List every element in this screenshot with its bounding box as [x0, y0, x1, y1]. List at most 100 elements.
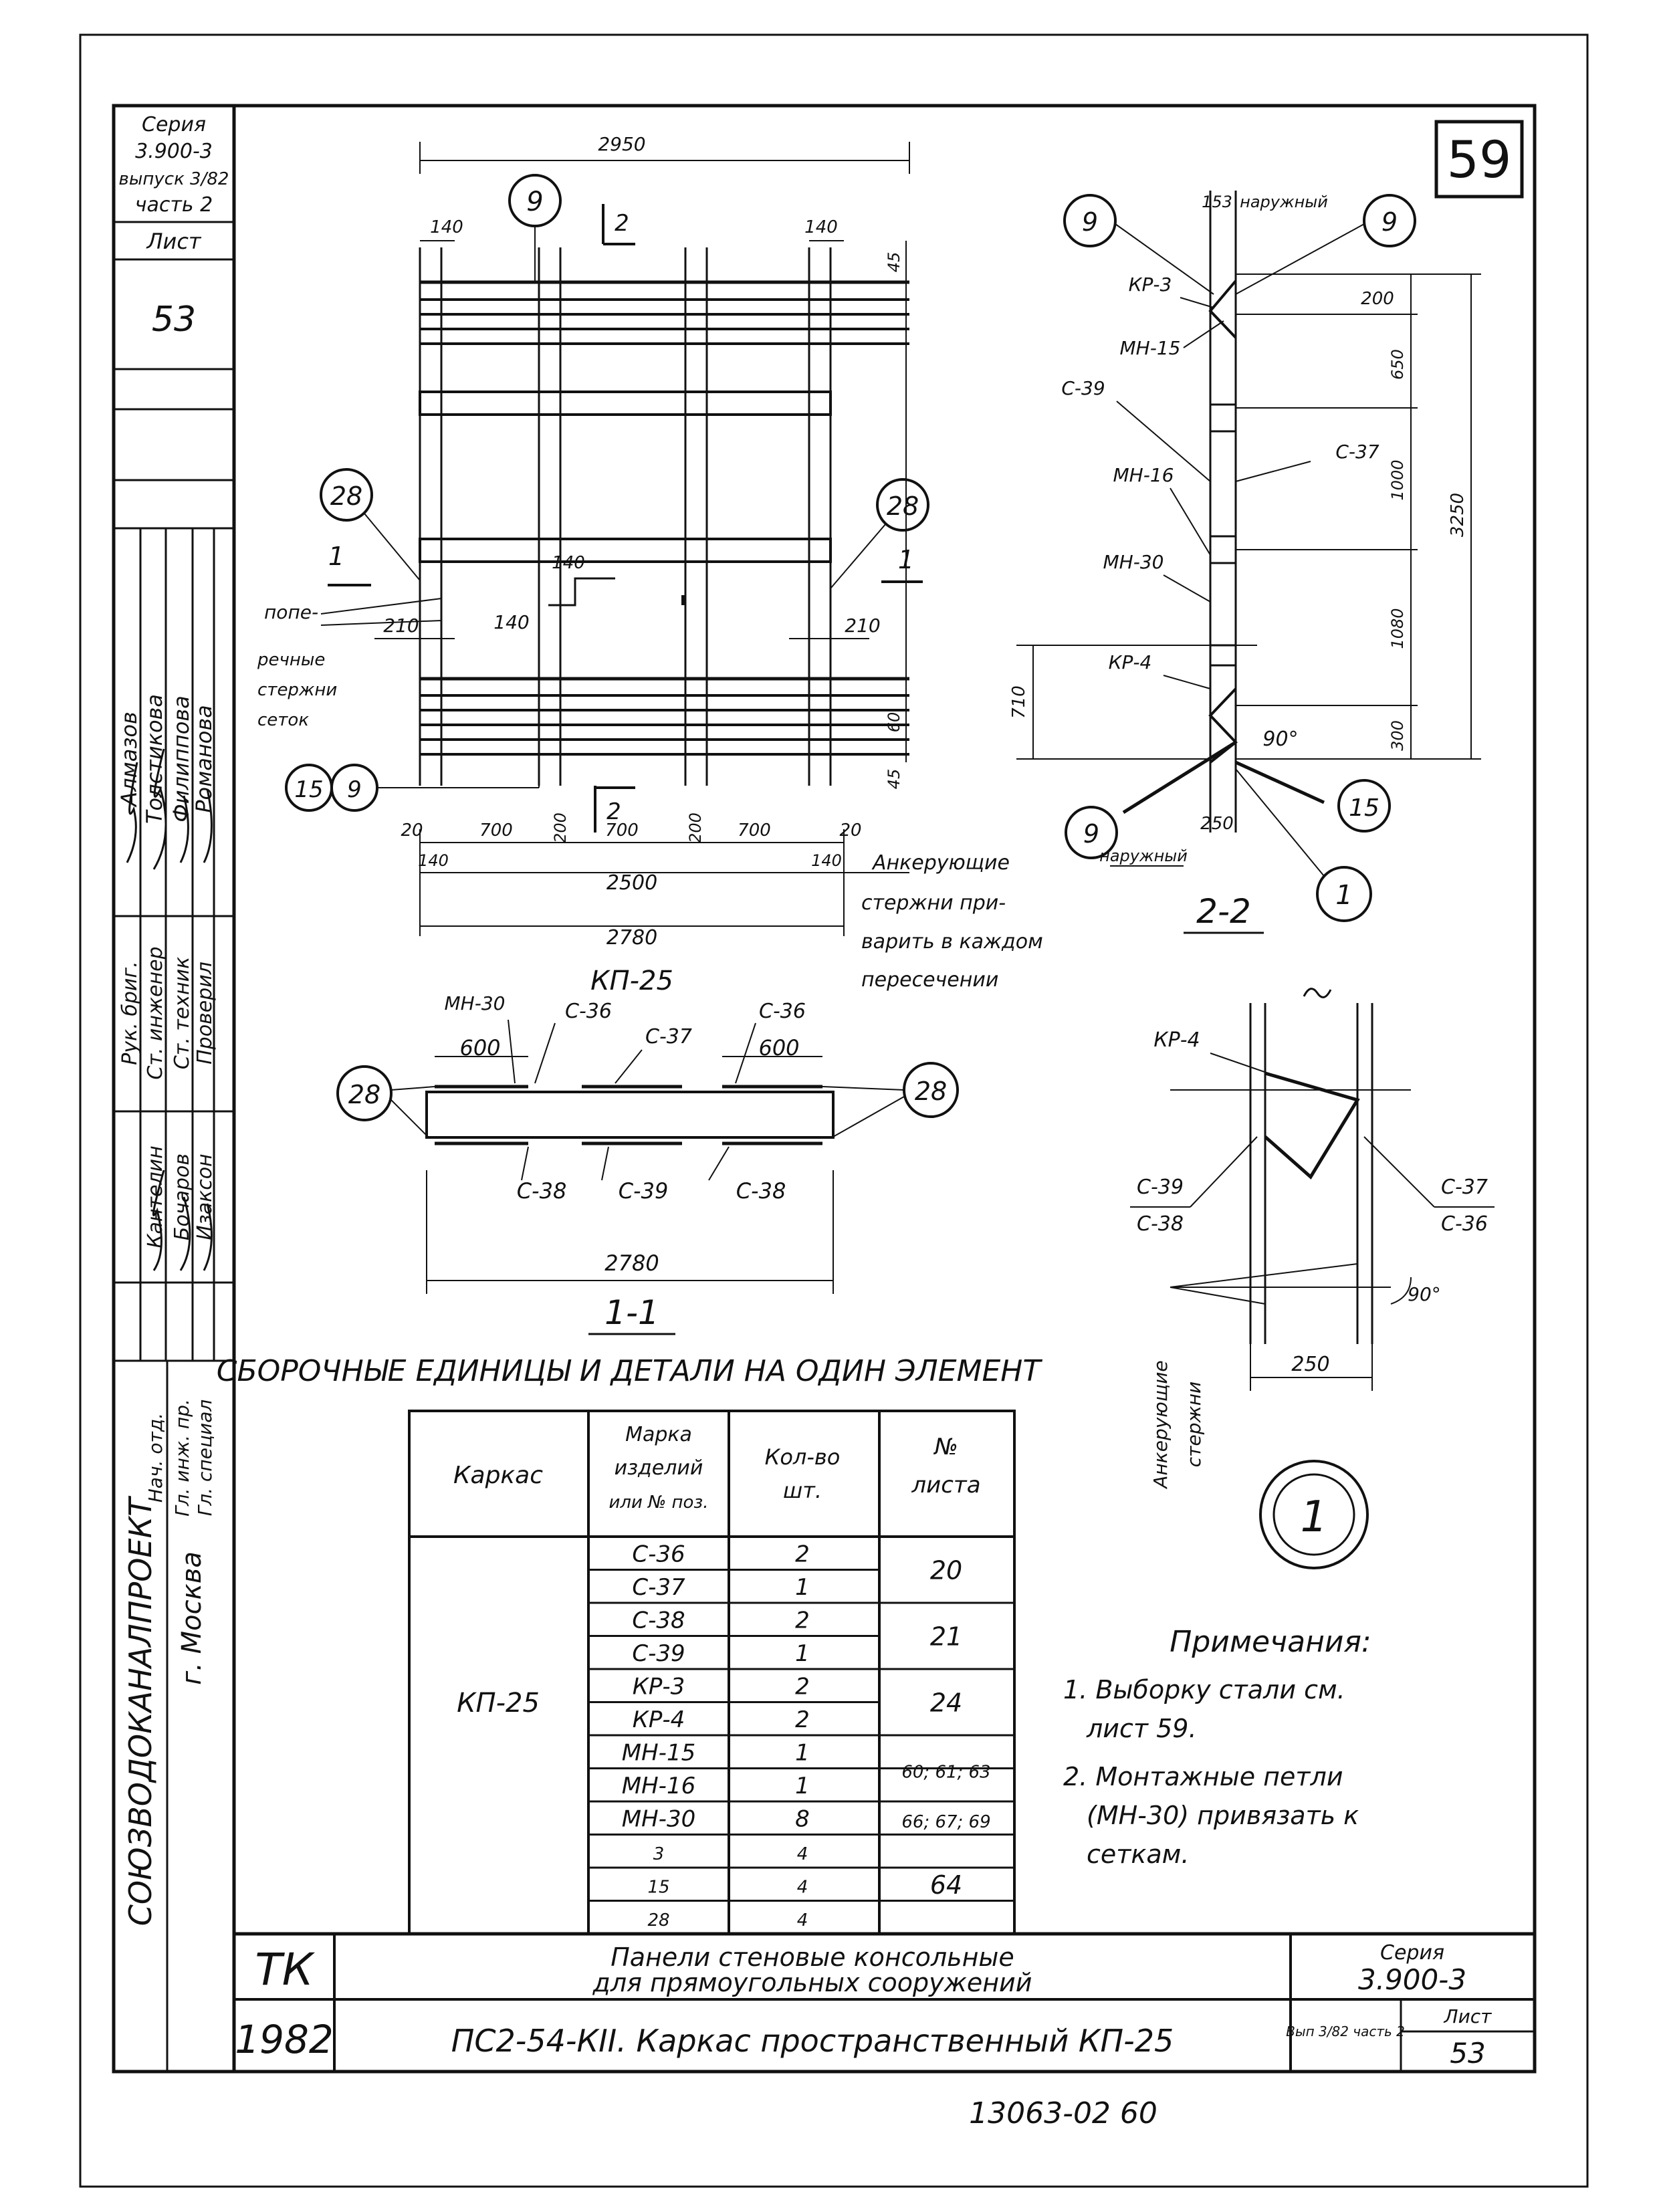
stamp-role: Проверил — [193, 962, 217, 1065]
section22-label: КР-4 — [1109, 651, 1152, 673]
node1-label: С-37 — [1441, 1176, 1488, 1199]
section11-label: С-36 — [565, 1000, 612, 1023]
table-header: Каркас — [453, 1462, 543, 1489]
table-cell-qty: 1 — [795, 1773, 810, 1799]
dim-label: 140 — [804, 217, 838, 237]
callout: 1 — [1335, 880, 1352, 911]
callout: 28 — [330, 481, 362, 511]
table-cell-sheet: 64 — [930, 1870, 962, 1900]
section22-label: МН-15 — [1120, 337, 1181, 359]
node1-anchor-label: стержни — [1183, 1381, 1205, 1467]
section22-label: МН-30 — [1103, 551, 1164, 573]
table-cell-sheet: 20 — [930, 1556, 962, 1585]
stamp-series-line: выпуск 3/82 — [119, 169, 229, 189]
node1-callout: 1 — [1301, 1492, 1328, 1542]
node1-label: 250 — [1291, 1353, 1329, 1376]
section-mark: 1 — [328, 542, 344, 571]
section22-label: С-37 — [1335, 441, 1379, 463]
title-series: 3.900-3 — [1358, 1963, 1466, 1996]
dim-label: 210 — [845, 615, 880, 637]
table-cell-mark: КР-3 — [633, 1674, 685, 1700]
stamp-org: СОЮЗВОДОКАНАЛПРОЕКТ — [122, 1495, 158, 1926]
section11-label: МН-30 — [445, 992, 506, 1014]
node1-label: 90° — [1408, 1283, 1441, 1305]
plan-view: 2950 140 140 45 140 140 210 210 60 45 20… — [257, 133, 1043, 996]
table-cell-mark: С-38 — [632, 1608, 685, 1634]
note-anchor: стержни при- — [861, 891, 1006, 915]
dim-label: 2950 — [598, 133, 645, 155]
node1-label: С-36 — [1441, 1212, 1488, 1236]
table-cell-mark: С-39 — [632, 1640, 685, 1667]
section11-label: С-37 — [645, 1025, 692, 1048]
table-carcass: КП-25 — [457, 1688, 540, 1719]
dim-label: 20 — [401, 820, 423, 841]
signature — [152, 1170, 213, 1271]
table-cell-mark: С-37 — [632, 1574, 685, 1601]
note-line: (МН-30) привязать к — [1087, 1801, 1359, 1830]
table-cell-mark: 15 — [647, 1878, 669, 1898]
table-cell-qty: 8 — [795, 1806, 810, 1833]
title-subtitle: ПС2-54-КII. Каркас пространственный КП-2… — [451, 2023, 1174, 2059]
stamp-role: Ст. инженер — [144, 946, 167, 1079]
table-cell-qty: 1 — [795, 1740, 810, 1767]
dim-label: 45 — [885, 252, 903, 273]
dim-label: 200 — [551, 812, 570, 843]
node1-label: С-38 — [1137, 1212, 1184, 1236]
table-cell-qty: 4 — [797, 1878, 808, 1898]
table-cell-sheet: 24 — [930, 1688, 962, 1718]
dim-label: 700 — [738, 820, 771, 841]
page-number: 59 — [1447, 130, 1512, 189]
stamp-role: Гл. специал — [194, 1400, 216, 1517]
section-mark: 2 — [615, 210, 629, 237]
title-line: Панели стеновые консольные — [611, 1943, 1014, 1972]
stamp-sheet-label: Лист — [146, 229, 201, 254]
callout: 28 — [348, 1080, 380, 1109]
table-cell-qty: 4 — [797, 1844, 808, 1864]
notes-title: Примечания: — [1170, 1625, 1371, 1659]
section22-label: наружный — [1240, 193, 1328, 211]
section11-caption: 1-1 — [604, 1293, 659, 1332]
note-transverse: сеток — [257, 710, 309, 730]
stamp-sheet-number: 53 — [152, 300, 196, 340]
page-number-box — [1434, 120, 1524, 199]
callout: 9 — [526, 187, 543, 217]
dim-label: 200 — [686, 812, 705, 843]
table-cell-mark: КР-4 — [633, 1706, 685, 1733]
section22-label: МН-16 — [1113, 464, 1174, 486]
section22-label: С-39 — [1061, 377, 1105, 399]
section22-label: наружный — [1099, 847, 1188, 865]
dim-label: 140 — [552, 553, 585, 573]
title-tk: ТК — [255, 1944, 315, 1995]
title-issue: Вып 3/82 часть 2 — [1286, 2023, 1405, 2039]
inner-border — [112, 104, 1537, 2074]
dim-label: 140 — [430, 217, 463, 237]
section11-label: С-38 — [517, 1178, 567, 1204]
section22-dim: 650 — [1388, 349, 1407, 380]
note-line: 2. Монтажные петли — [1063, 1762, 1343, 1791]
title-block: ТК 1982 Панели стеновые консольные для п… — [234, 1932, 1535, 2072]
note-anchor: Анкерующие — [871, 851, 1010, 875]
dim-label: 140 — [493, 611, 529, 633]
section22-label: КР-3 — [1129, 273, 1172, 296]
stamp-name: Алмазов — [116, 711, 142, 808]
node-1-detail: КР-4 С-39 С-38 С-37 С-36 90° 250 Анкерую… — [1130, 988, 1495, 1569]
callout: 15 — [294, 776, 323, 803]
note-anchor: пересечении — [861, 968, 998, 992]
callout: 9 — [1083, 819, 1099, 849]
stamp-role: Рук. бриг. — [118, 961, 142, 1065]
side-stamp: Серия 3.900-3 выпуск 3/82 часть 2 Лист 5… — [114, 113, 234, 2072]
table-cell-sheet: 60; 61; 63 — [901, 1763, 990, 1783]
note-transverse: речные — [257, 650, 325, 670]
stamp-role: Гл. инж. пр. — [171, 1399, 193, 1517]
section-mark: 2 — [606, 798, 621, 825]
section11-label: 600 — [758, 1035, 799, 1061]
plan-caption: КП-25 — [590, 966, 673, 996]
dim-label: 60 — [885, 712, 903, 733]
table-header: шт. — [783, 1478, 822, 1503]
note-transverse: стержни — [257, 680, 337, 700]
table-header: или № поз. — [609, 1492, 709, 1513]
section11-label: 600 — [459, 1035, 500, 1061]
section22-label: 153 — [1202, 193, 1232, 211]
node1-anchor-label: Анкерующие — [1149, 1360, 1172, 1489]
